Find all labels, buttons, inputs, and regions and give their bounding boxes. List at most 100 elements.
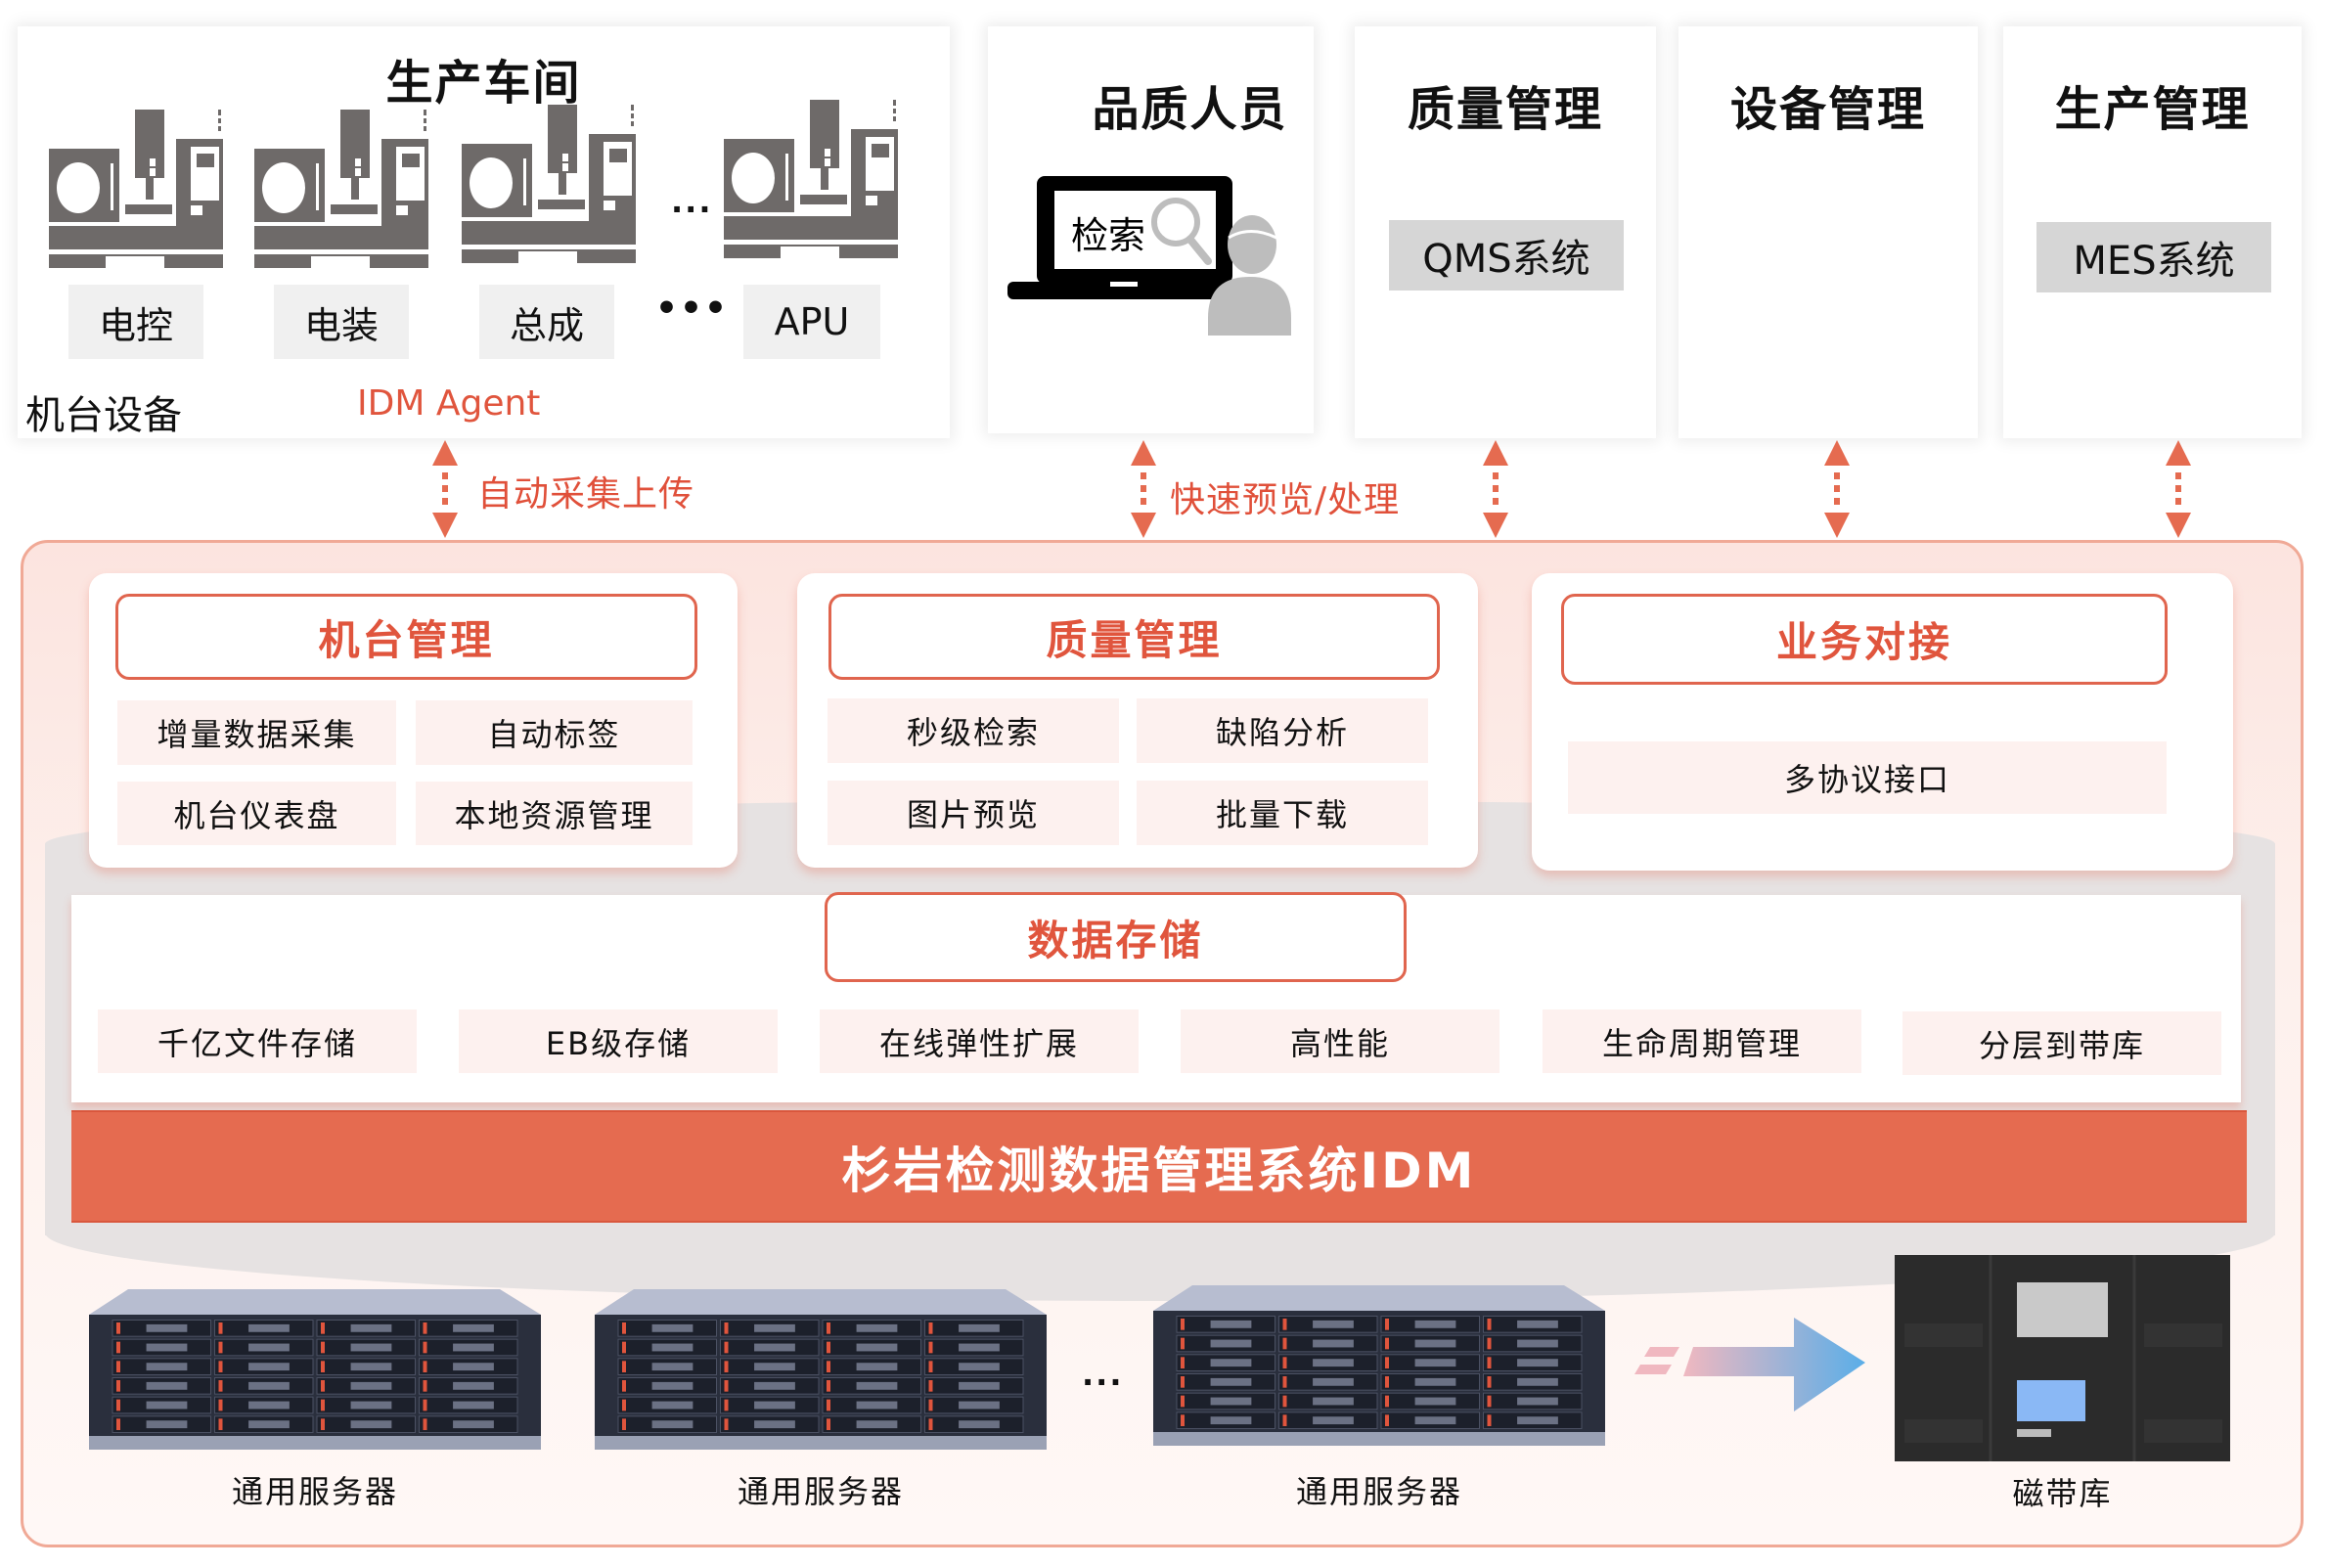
machine-label-dianzhi: 电控 (68, 285, 203, 359)
drive-grill (1517, 1416, 1558, 1425)
drive-grill (651, 1420, 694, 1429)
drive-led (724, 1399, 729, 1411)
drive-led (321, 1399, 325, 1411)
drive-led (827, 1380, 830, 1392)
drive-grill (651, 1401, 694, 1410)
drive-led (218, 1399, 223, 1411)
quality-staff-card: 品质人员 检索 (988, 26, 1314, 433)
drive-led (622, 1361, 626, 1372)
drive-led (1181, 1395, 1185, 1408)
feature-defect-analysis: 缺陷分析 (1137, 698, 1428, 763)
drive-grill (1517, 1339, 1558, 1348)
feature-machine-dashboard: 机台仪表盘 (117, 782, 396, 845)
drive-led (1282, 1414, 1287, 1426)
feature-image-preview: 图片预览 (828, 781, 1119, 845)
drive-led (1282, 1319, 1287, 1330)
drive-led (321, 1380, 325, 1392)
drive-led (218, 1322, 223, 1334)
drive-grill (248, 1381, 290, 1390)
drive-led (827, 1399, 830, 1411)
cnc-machine-icon (49, 110, 223, 268)
drive-grill (1210, 1397, 1252, 1406)
drive-grill (959, 1363, 1000, 1371)
drive-led (423, 1399, 427, 1411)
drive-grill (651, 1343, 694, 1352)
drive-grill (959, 1323, 1000, 1332)
equipment-label: 机台设备 (25, 393, 182, 438)
workshop-card: 生产车间 (18, 26, 950, 438)
storage-feature: 分层到带库 (1902, 1011, 2221, 1075)
feature-second-search: 秒级检索 (828, 698, 1119, 763)
drive-led (1487, 1337, 1492, 1350)
drive-grill (248, 1363, 290, 1371)
drive-grill (350, 1323, 392, 1332)
business-integration-module: 业务对接 多协议接口 (1532, 573, 2233, 871)
drive-grill (856, 1343, 898, 1352)
drive-grill (1517, 1359, 1558, 1367)
storage-feature: 在线弹性扩展 (820, 1009, 1139, 1073)
cnc-machine-icon (254, 110, 428, 268)
server-icon (595, 1289, 1047, 1450)
equipment-mgmt-card: 设备管理 (1678, 26, 1978, 438)
drive-grill (453, 1381, 494, 1390)
drive-grill (959, 1420, 1000, 1429)
feature-local-resource-mgmt: 本地资源管理 (416, 782, 693, 845)
server-icon (1153, 1285, 1605, 1446)
drive-grill (350, 1401, 392, 1410)
drive-grill (1313, 1359, 1354, 1367)
drive-grill (754, 1323, 795, 1332)
storage-feature: 生命周期管理 (1543, 1009, 1861, 1073)
drive-grill (754, 1343, 795, 1352)
drive-led (1385, 1357, 1389, 1368)
drive-led (1385, 1319, 1389, 1330)
drive-grill (146, 1363, 188, 1371)
drive-grill (959, 1381, 1000, 1390)
drive-led (1487, 1414, 1492, 1426)
quick-preview-label: 快速预览/处理 (1170, 480, 1401, 520)
drive-led (724, 1418, 729, 1430)
cnc-machine-icon (724, 100, 898, 258)
machine-mgmt-module: 机台管理 增量数据采集 自动标签 机台仪表盘 本地资源管理 (89, 573, 738, 868)
drive-led (423, 1322, 427, 1334)
drive-led (218, 1418, 223, 1430)
drive-led (423, 1418, 427, 1430)
server-label: 通用服务器 (737, 1473, 904, 1510)
quality-mgmt-title: 质量管理 (1407, 82, 1603, 137)
drive-led (928, 1399, 933, 1411)
drive-grill (856, 1420, 898, 1429)
data-storage-title: 数据存储 (825, 892, 1407, 982)
quality-mgmt-card: 质量管理 QMS系统 (1355, 26, 1656, 438)
drive-grill (453, 1363, 494, 1371)
drive-led (423, 1361, 427, 1372)
drive-led (1181, 1414, 1185, 1426)
idm-system-banner: 杉岩检测数据管理系统IDM (71, 1110, 2247, 1223)
drive-led (321, 1361, 325, 1372)
drive-grill (248, 1420, 290, 1429)
tape-library-label: 磁带库 (2012, 1475, 2113, 1512)
storage-feature: 高性能 (1181, 1009, 1499, 1073)
drive-led (622, 1418, 626, 1430)
drive-grill (1210, 1320, 1252, 1328)
auto-upload-label: 自动采集上传 (477, 474, 695, 515)
bidirectional-arrow-icon (1131, 440, 1156, 538)
drive-led (724, 1361, 729, 1372)
drive-led (622, 1322, 626, 1334)
drive-grill (754, 1401, 795, 1410)
storage-feature: 千亿文件存储 (98, 1009, 417, 1073)
drive-led (423, 1341, 427, 1354)
drive-led (1487, 1376, 1492, 1388)
drive-grill (1414, 1359, 1456, 1367)
drive-grill (350, 1420, 392, 1429)
equipment-mgmt-title: 设备管理 (1729, 82, 1926, 137)
drive-grill (1210, 1416, 1252, 1425)
drive-grill (856, 1401, 898, 1410)
drive-grill (453, 1401, 494, 1410)
production-mgmt-title: 生产管理 (2054, 82, 2251, 137)
feature-incremental-collection: 增量数据采集 (117, 700, 396, 765)
drive-led (218, 1380, 223, 1392)
drive-led (321, 1341, 325, 1354)
feature-auto-tagging: 自动标签 (416, 700, 693, 765)
drive-grill (453, 1323, 494, 1332)
bidirectional-arrow-icon (2166, 440, 2191, 538)
drive-grill (1517, 1377, 1558, 1386)
